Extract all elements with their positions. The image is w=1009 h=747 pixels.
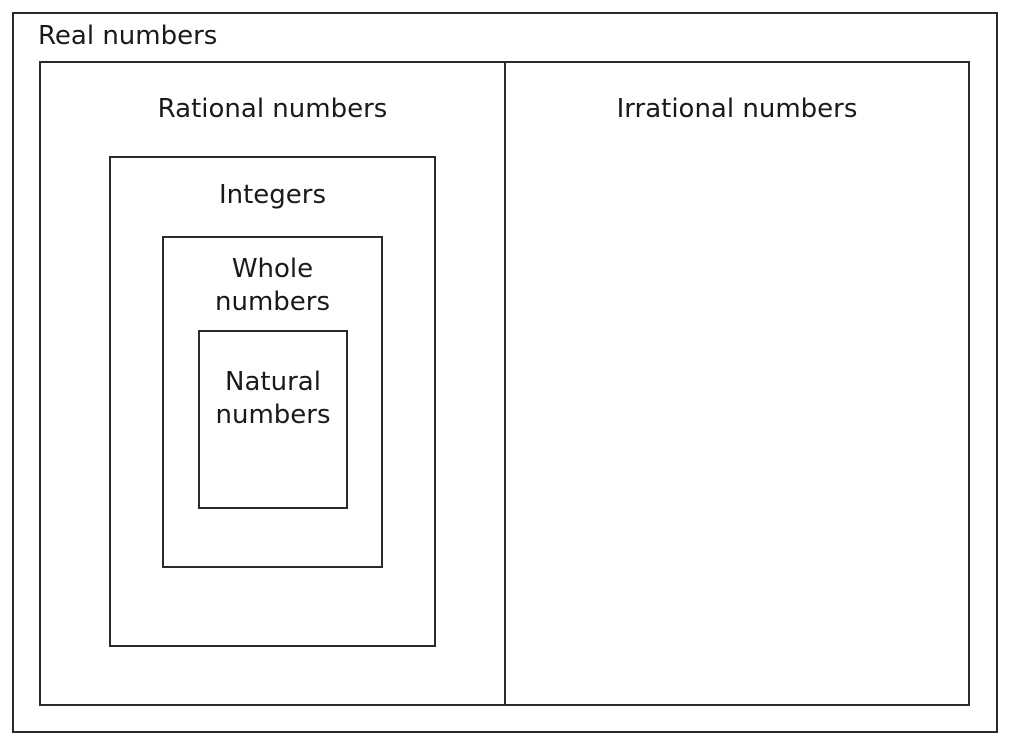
integers-label: Integers (218, 180, 327, 210)
natural-numbers-label: Natural numbers (215, 367, 331, 430)
rational-numbers-label: Rational numbers (157, 94, 388, 124)
irrational-numbers-box (504, 61, 970, 706)
real-numbers-label: Real numbers (38, 21, 218, 51)
natural-numbers-box (198, 330, 348, 509)
whole-numbers-label: Whole numbers (214, 254, 331, 317)
irrational-numbers-label: Irrational numbers (616, 94, 858, 124)
